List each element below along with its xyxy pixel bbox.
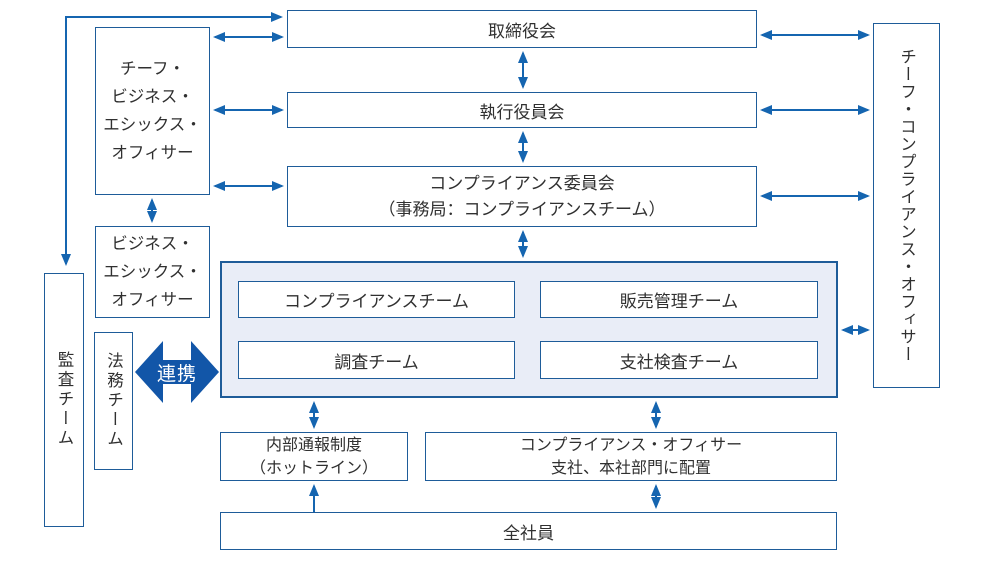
node-label: チーフ・ ビジネス・ エシックス・ オフィサー [103, 60, 202, 162]
node-label: チーフ・コンプライアンス・オフィサー [897, 48, 916, 363]
node-hotline: 内部通報制度 （ホットライン） [220, 432, 408, 481]
node-business-ethics-officer: ビジネス・ エシックス・ オフィサー [95, 226, 210, 318]
node-board-of-directors: 取締役会 [287, 10, 757, 48]
link-double-arrow [135, 341, 219, 403]
node-all-employees: 全社員 [220, 512, 837, 550]
node-chief-business-ethics-officer: チーフ・ ビジネス・ エシックス・ オフィサー [95, 27, 210, 195]
node-label: 監査チーム [55, 351, 73, 449]
node-label: コンプライアンスチーム [284, 292, 469, 311]
node-label: 支社検査チーム [619, 352, 739, 372]
node-chief-compliance-officer: チーフ・コンプライアンス・オフィサー [873, 23, 940, 388]
node-compliance-officers: コンプライアンス・オフィサー 支社、本社部門に配置 [425, 432, 837, 481]
node-audit-team: 監査チーム [44, 273, 84, 527]
link-label: 連携 [156, 363, 197, 385]
node-label: 執行役員会 [479, 102, 565, 122]
node-sales-management-team: 販売管理チーム [540, 281, 818, 318]
node-compliance-committee: コンプライアンス委員会 （事務局：コンプライアンスチーム） [287, 166, 757, 227]
node-executive-board: 執行役員会 [287, 92, 757, 128]
node-compliance-team: コンプライアンスチーム [238, 281, 515, 318]
node-label: コンプライアンス委員会 （事務局：コンプライアンスチーム） [378, 173, 666, 219]
node-label: 法務チーム [104, 352, 123, 450]
node-branch-inspection-team: 支社検査チーム [540, 341, 818, 379]
node-label: 取締役会 [488, 21, 556, 41]
node-label: コンプライアンス・オフィサー 支社、本社部門に配置 [519, 436, 743, 477]
node-label: 調査チーム [334, 352, 419, 372]
node-label: 全社員 [503, 523, 554, 543]
node-label: 販売管理チーム [619, 292, 739, 311]
node-label: 内部通報制度 （ホットライン） [249, 436, 378, 477]
node-investigation-team: 調査チーム [238, 341, 515, 379]
node-legal-team: 法務チーム [94, 332, 133, 470]
node-label: ビジネス・ エシックス・ オフィサー [103, 235, 202, 309]
